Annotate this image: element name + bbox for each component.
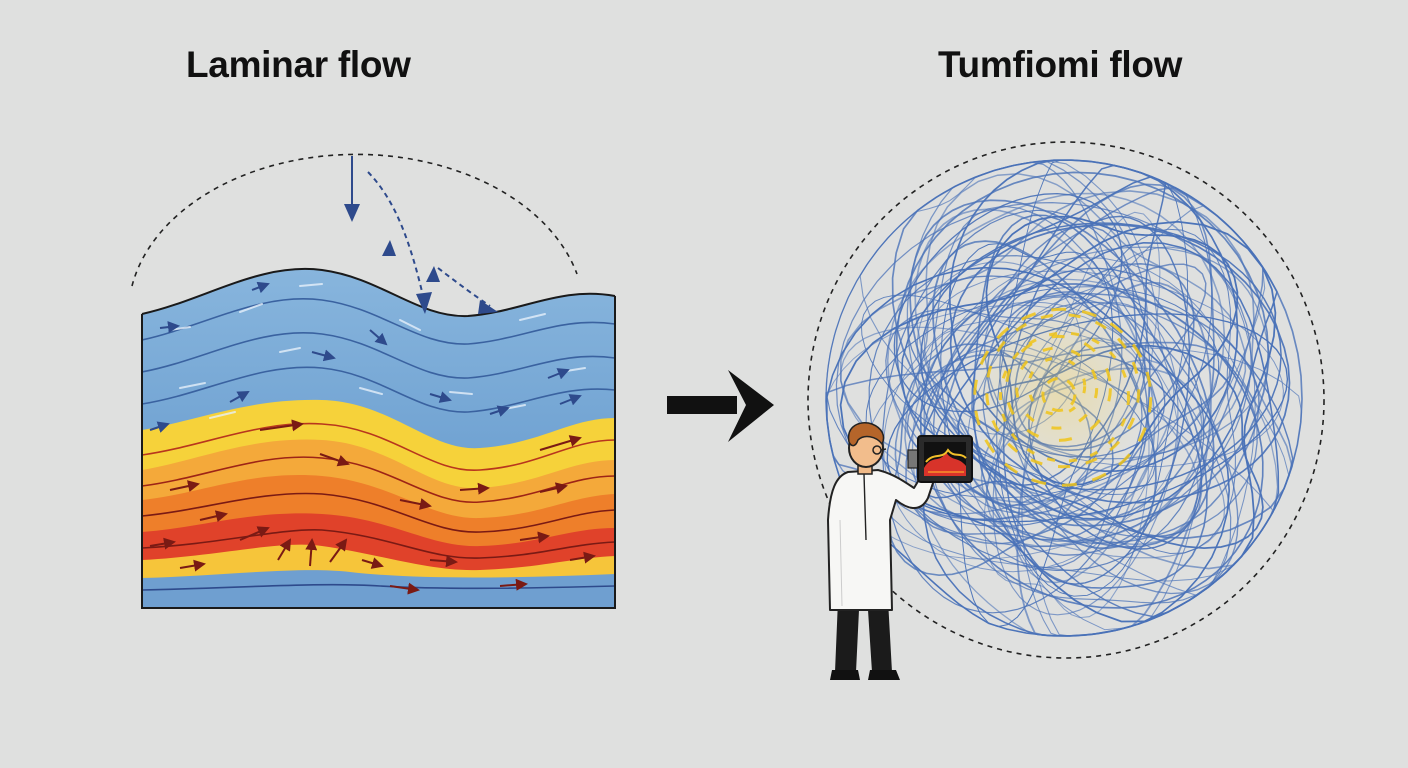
turbulent-loop — [972, 214, 1208, 589]
turbulent-loop — [924, 270, 1284, 468]
turbulent-loop — [895, 171, 1270, 527]
turbulent-loop — [907, 275, 1166, 458]
turbulent-loop — [980, 359, 1175, 584]
turbulent-core-swirl — [973, 307, 1153, 487]
turbulent-loop — [931, 240, 1157, 549]
turbulent-loop — [904, 173, 1247, 521]
turbulent-loop — [883, 301, 1160, 573]
turbulent-core-swirl — [1015, 346, 1099, 430]
turbulent-loop — [965, 204, 1266, 637]
turbulent-loop — [949, 223, 1291, 504]
turbulent-boundary-circle — [807, 141, 1325, 659]
turbulent-loop — [923, 205, 1232, 604]
turbulent-core-swirl — [985, 313, 1141, 469]
turbulent-loop — [906, 161, 1123, 514]
turbulent-loop — [992, 301, 1179, 616]
turbulent-core-swirl — [999, 331, 1130, 463]
turbulent-loop — [914, 208, 1156, 516]
incoming-flow-arrows — [344, 156, 498, 314]
turbulent-loop — [868, 255, 1205, 572]
right-arrow-icon — [667, 370, 774, 442]
turbulent-loop — [839, 220, 1277, 623]
turbulent-loop — [923, 292, 1260, 544]
turbulent-core-swirl — [1027, 356, 1087, 416]
laminar-boundary-arc — [131, 153, 578, 287]
laminar-flow-title: Laminar flow — [186, 44, 411, 85]
turbulent-core-swirl — [1041, 377, 1077, 412]
turbulent-flow-title: Tumfiomi flow — [938, 44, 1183, 85]
tablet-display-icon — [907, 435, 973, 483]
turbulent-loop — [835, 201, 1252, 548]
turbulent-core — [973, 307, 1153, 487]
laminar-flow-panel — [142, 268, 615, 608]
turbulent-loop — [932, 186, 1264, 556]
scientist-figure — [827, 422, 937, 680]
turbulent-loop — [1002, 215, 1191, 585]
turbulent-core-swirl — [1004, 334, 1112, 442]
